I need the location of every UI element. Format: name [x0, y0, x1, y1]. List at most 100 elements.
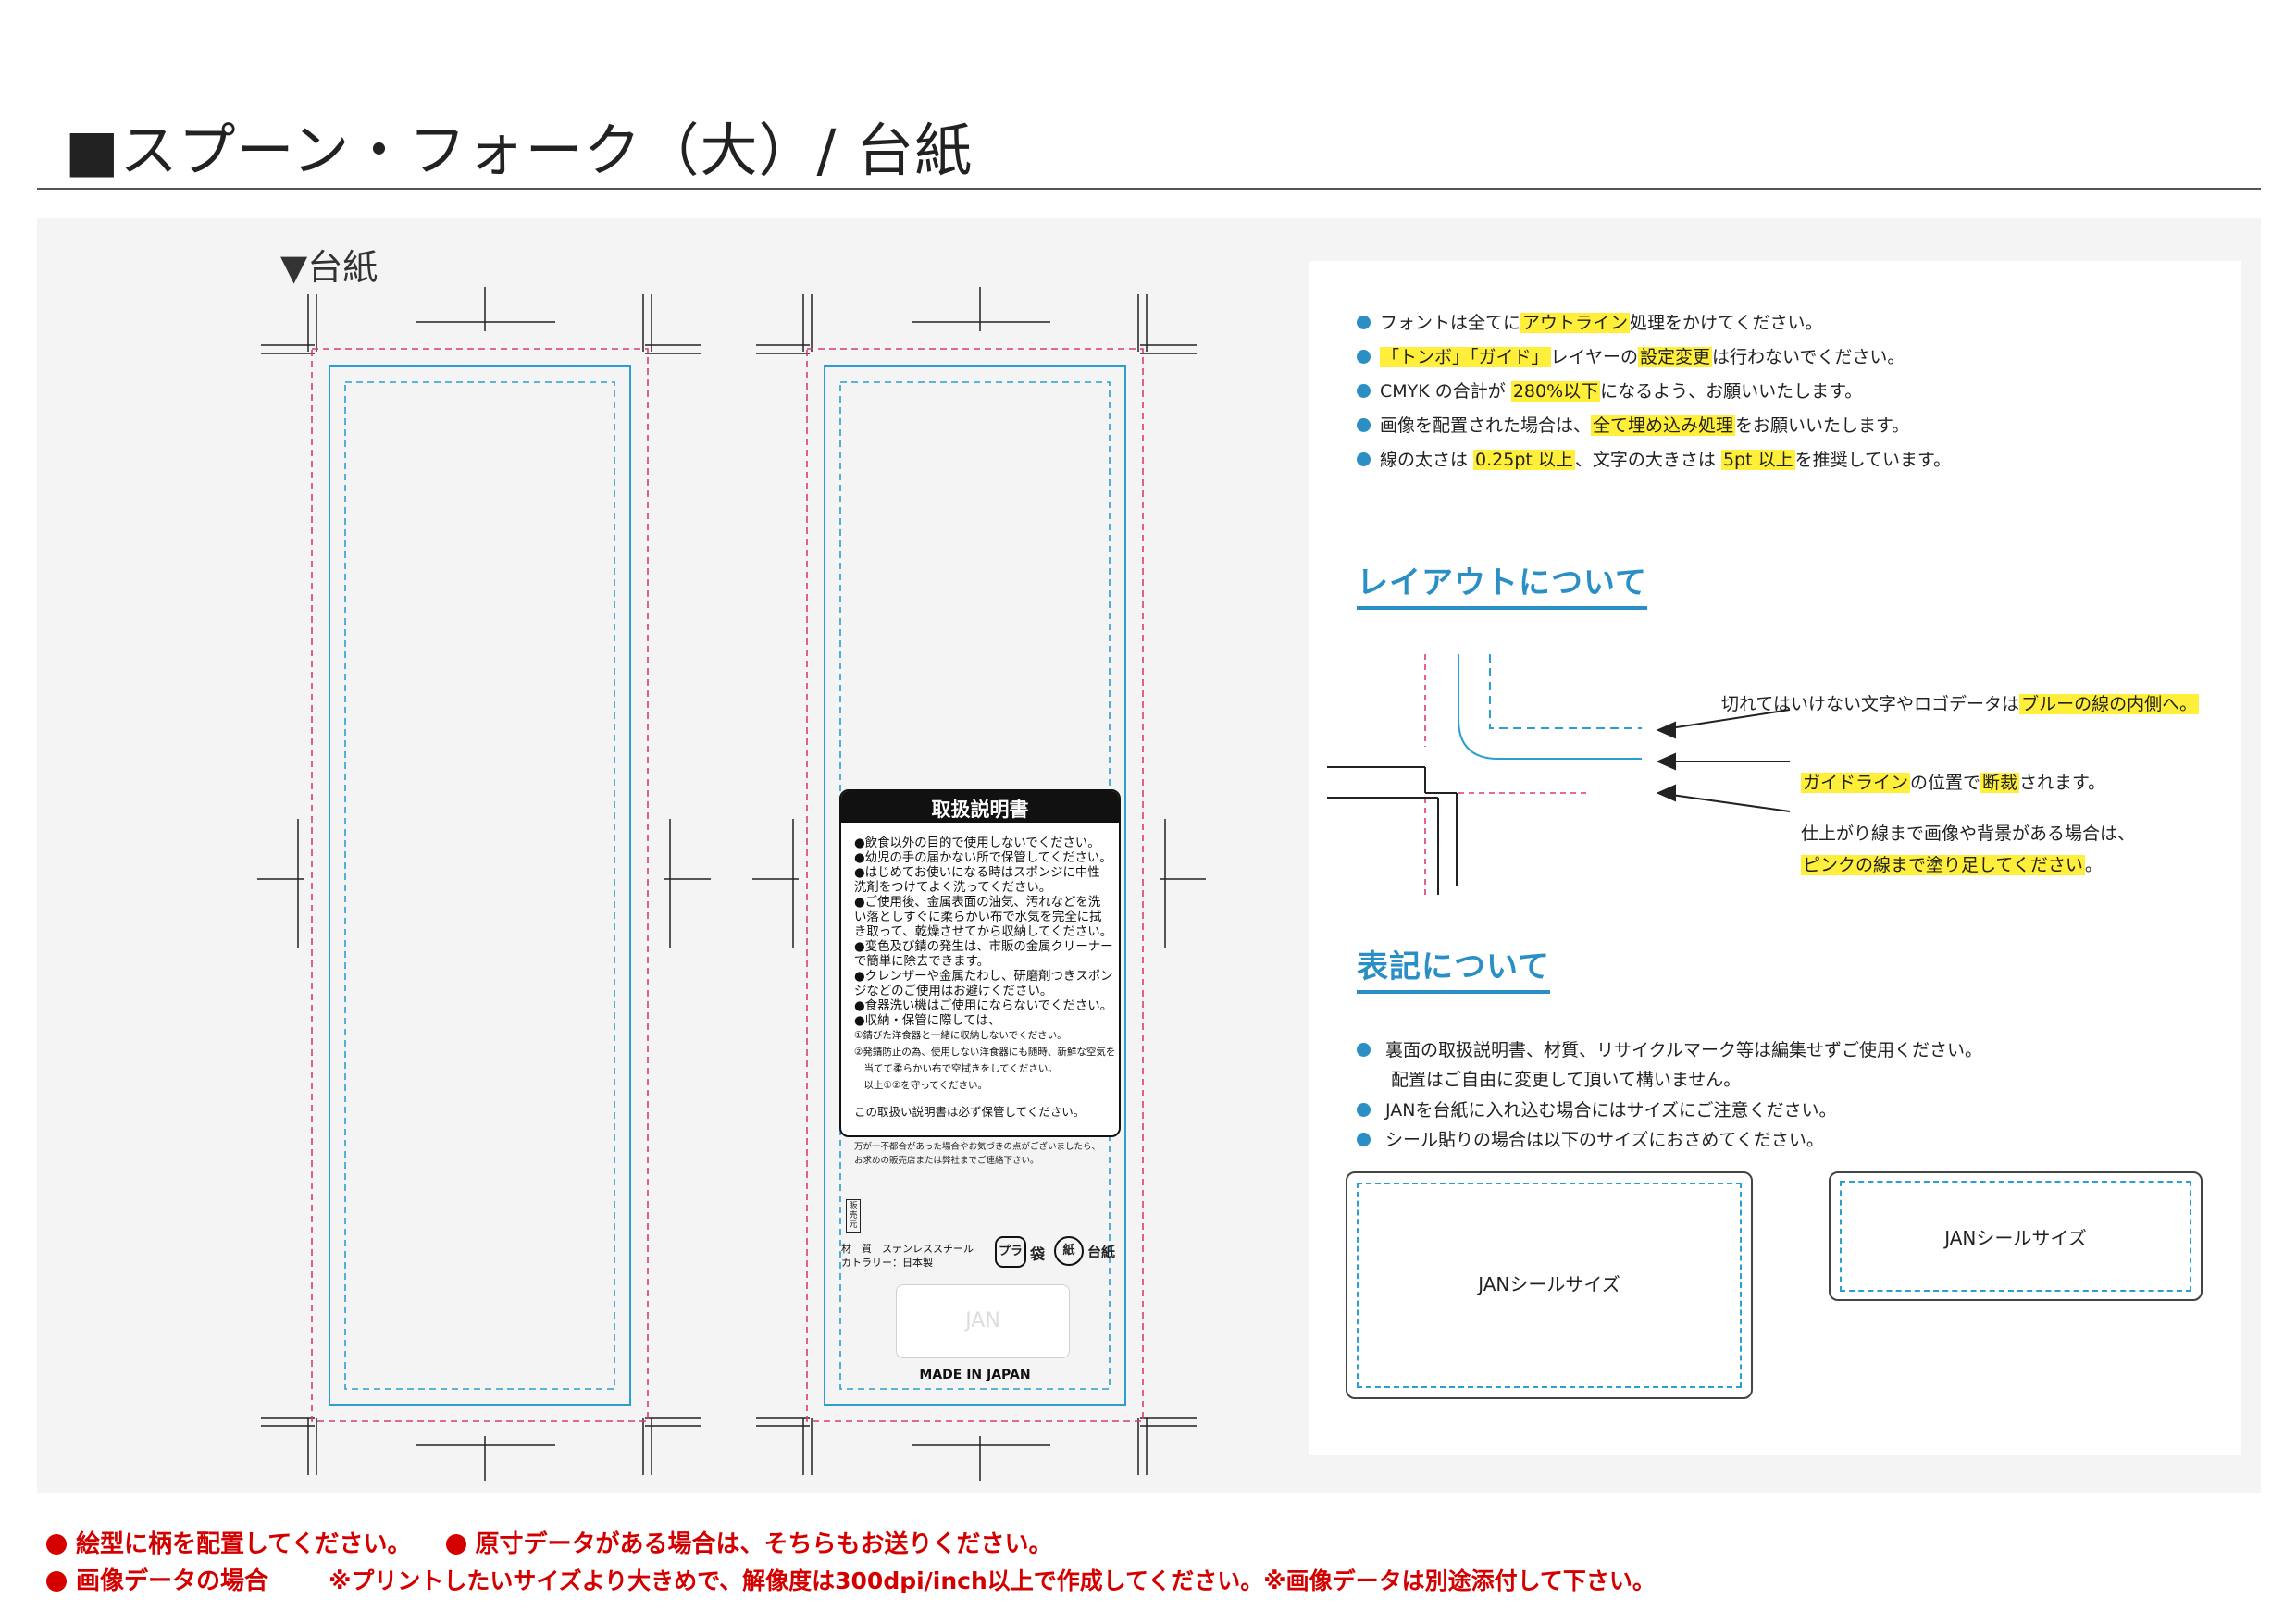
bullet-icon [1357, 452, 1371, 466]
footer-note: 原寸データがある場合は、そちらもお送りください。 [475, 1530, 1053, 1558]
highlighted-text: アウトライン [1520, 313, 1631, 333]
note-text: 切れてはいけない文字やロゴデータは [1721, 694, 2020, 714]
note-text: の位置で [1910, 773, 1981, 793]
origin-line: カトラリー：日本製 [841, 1257, 933, 1269]
manual-line: ●収納・保管に際しては、 [854, 1014, 1001, 1028]
highlighted-text: 「トンボ」「ガイド」 [1380, 347, 1551, 367]
jan-sticker-large: JANシールサイズ [1346, 1171, 1753, 1399]
red-bullet-icon [46, 1534, 67, 1555]
callout-safe-area: 切れてはいけない文字やロゴデータはブルーの線の内側へ。 [1721, 690, 2200, 715]
note-item: CMYK の合計が 280%以下になるよう、お願いいたします。 [1357, 378, 1862, 403]
bag-label: 袋 [1030, 1245, 1046, 1263]
layout-section-heading: レイアウトについて [1357, 557, 1647, 610]
note-text: されます。 [2019, 773, 2106, 793]
footer-line-2: 画像データの場合 ※プリントしたいサイズより大きめで、解像度は300dpi/in… [46, 1562, 1656, 1596]
material-text: 材 質 ステンレススチール カトラリー：日本製 [841, 1242, 974, 1270]
plastic-mark-text: プラ [998, 1245, 1023, 1258]
note-text: フォントは全てに [1380, 313, 1521, 333]
highlighted-text: 断裁 [1980, 773, 2020, 793]
note-text: レイヤーの [1550, 347, 1638, 367]
jan-sticker-large-label: JANシールサイズ [1478, 1273, 1620, 1295]
highlighted-text: 5pt 以上 [1720, 450, 1795, 470]
note-item: フォントは全てにアウトライン処理をかけてください。 [1357, 309, 1822, 334]
jan-sticker-small: JANシールサイズ [1829, 1171, 2203, 1301]
instruction-manual-box: 取扱説明書 ●飲食以外の目的で使用しないでください。 ●幼児の手の届かない所で保… [839, 789, 1121, 1137]
callout-cut-line: ガイドラインの位置で断裁されます。 [1801, 769, 2105, 794]
page-title: ■スプーン・フォーク（大）/ 台紙 [65, 117, 974, 184]
note-text: 線の太さは [1380, 450, 1474, 470]
manual-line: ●飲食以外の目的で使用しないでください。 [854, 836, 1100, 850]
recycle-marks: プラ 袋 紙 台紙 [995, 1233, 1124, 1270]
note-text: 、文字の大きさは [1574, 450, 1721, 470]
callout-bleed-2: ピンクの線まで塗り足してください。 [1801, 851, 2103, 876]
contact-note: 万が一不都合があった場合やお気づきの点がございましたら、 お求めの販売店または弊… [854, 1140, 1100, 1168]
manual-small-line: ②発錆防止の為、使用しない洋食器にも随時、新鮮な空気を [854, 1047, 1116, 1058]
footer-note: ※プリントしたいサイズより大きめで、解像度は300dpi/inch以上で作成して… [329, 1567, 1656, 1594]
notation-text: シール貼りの場合は以下のサイズにおさめてください。 [1385, 1130, 1824, 1150]
jan-sticker-small-label: JANシールサイズ [1944, 1227, 2087, 1249]
note-text: 画像を配置された場合は、 [1380, 415, 1592, 436]
layout-guide-diagram [1327, 654, 1791, 895]
note-text: CMYK の合計が [1380, 381, 1511, 402]
note-item: 画像を配置された場合は、全て埋め込み処理をお願いいたします。 [1357, 412, 1909, 437]
highlighted-text: ピンクの線まで塗り足してください [1801, 855, 2085, 875]
footer-note: 画像データの場合 [76, 1567, 269, 1595]
jan-sticker-small-safe-area [1840, 1181, 2191, 1292]
back-mount-template: 取扱説明書 ●飲食以外の目的で使用しないでください。 ●幼児の手の届かない所で保… [745, 287, 1217, 1481]
bullet-icon [1357, 1103, 1371, 1117]
highlighted-text: 280%以下 [1510, 381, 1601, 402]
note-text: 。 [2084, 855, 2103, 875]
notation-section-heading: 表記について [1357, 941, 1550, 994]
footer-note: 絵型に柄を配置してください。 [76, 1530, 412, 1558]
notation-item: 裏面の取扱説明書、材質、リサイクルマーク等は編集せずご使用ください。 [1357, 1036, 1982, 1061]
manual-line: ●変色及び錆の発生は、市販の金属クリーナー [854, 940, 1113, 954]
callout-bleed-1: 仕上がり線まで画像や背景がある場合は、 [1801, 820, 2135, 845]
seller-stamp: 販売元 [846, 1199, 861, 1233]
bullet-icon [1357, 350, 1371, 364]
paper-mark-text: 紙 [1062, 1244, 1075, 1258]
highlighted-text: 0.25pt 以上 [1473, 450, 1575, 470]
note-text: 処理をかけてください。 [1630, 313, 1823, 333]
manual-small-line: 以上①②を守ってください。 [854, 1080, 987, 1091]
note-text: を推奨しています。 [1794, 450, 1952, 470]
guidance-panel: フォントは全てにアウトライン処理をかけてください。 「トンボ」「ガイド」レイヤー… [1309, 261, 2241, 1455]
jan-placeholder-text: JAN [965, 1309, 1000, 1332]
manual-line: ●クレンザーや金属たわし、研磨剤つきスポン [854, 970, 1113, 984]
front-mount-drawing [257, 287, 711, 1481]
bullet-icon [1357, 316, 1371, 329]
note-item: 「トンボ」「ガイド」レイヤーの設定変更は行わないでください。 [1357, 343, 1905, 368]
highlighted-text: ガイドライン [1801, 773, 1911, 793]
contact-line: 万が一不都合があった場合やお気づきの点がございましたら、 [854, 1142, 1101, 1152]
notation-item-continued: 配置はご自由に変更して頂いて構いません。 [1391, 1070, 1742, 1090]
manual-line: ●はじめてお使いになる時はスポンジに中性 [854, 866, 1100, 880]
highlighted-text: 全て埋め込み処理 [1591, 415, 1736, 436]
manual-line: い落としすぐに柔らかい布で水気を完全に拭 [854, 911, 1102, 924]
manual-line: ●幼児の手の届かない所で保管してください。 [854, 851, 1112, 865]
manual-line: で簡単に除去できます。 [854, 955, 989, 969]
note-text: になるよう、お願いいたします。 [1600, 381, 1863, 402]
manual-footer-note: この取扱い説明書は必ず保管してください。 [854, 1105, 1086, 1119]
note-text: をお願いいたします。 [1735, 415, 1910, 436]
note-item: 線の太さは 0.25pt 以上、文字の大きさは 5pt 以上を推奨しています。 [1357, 446, 1951, 471]
notation-text: 裏面の取扱説明書、材質、リサイクルマーク等は編集せずご使用ください。 [1385, 1040, 1983, 1060]
title-divider [37, 188, 2261, 190]
manual-line: ジなどのご使用はお避けください。 [854, 985, 1053, 998]
jan-sticker-large-safe-area [1357, 1183, 1742, 1388]
bullet-icon [1357, 384, 1371, 398]
paper-recycle-icon: 紙 [1054, 1236, 1084, 1266]
notation-item: シール貼りの場合は以下のサイズにおさめてください。 [1357, 1126, 1824, 1151]
bullet-icon [1357, 418, 1371, 432]
manual-small-line: ①錆びた洋食器と一緒に収納しないでください。 [854, 1030, 1067, 1041]
manual-line: ●食器洗い機はご使用にならないでください。 [854, 999, 1113, 1013]
notation-text: JANを台紙に入れ込む場合にはサイズにご注意ください。 [1385, 1100, 1837, 1121]
notation-item: JANを台紙に入れ込む場合にはサイズにご注意ください。 [1357, 1096, 1837, 1121]
instruction-manual-title: 取扱説明書 [931, 799, 1029, 821]
red-bullet-icon [46, 1571, 67, 1592]
material-line: 材 質 ステンレススチール [841, 1243, 974, 1255]
highlighted-text: ブルーの線の内側へ。 [2019, 694, 2200, 714]
manual-small-line: 当てて柔らかい布で空拭きをしてください。 [854, 1063, 1058, 1074]
footer-line-1: 絵型に柄を配置してください。 原寸データがある場合は、そちらもお送りください。 [46, 1525, 1053, 1559]
manual-line: き取って、乾燥させてから収納してください。 [854, 925, 1113, 939]
note-text: 仕上がり線まで画像や背景がある場合は、 [1801, 824, 2136, 844]
note-text: は行わないでください。 [1711, 347, 1905, 367]
